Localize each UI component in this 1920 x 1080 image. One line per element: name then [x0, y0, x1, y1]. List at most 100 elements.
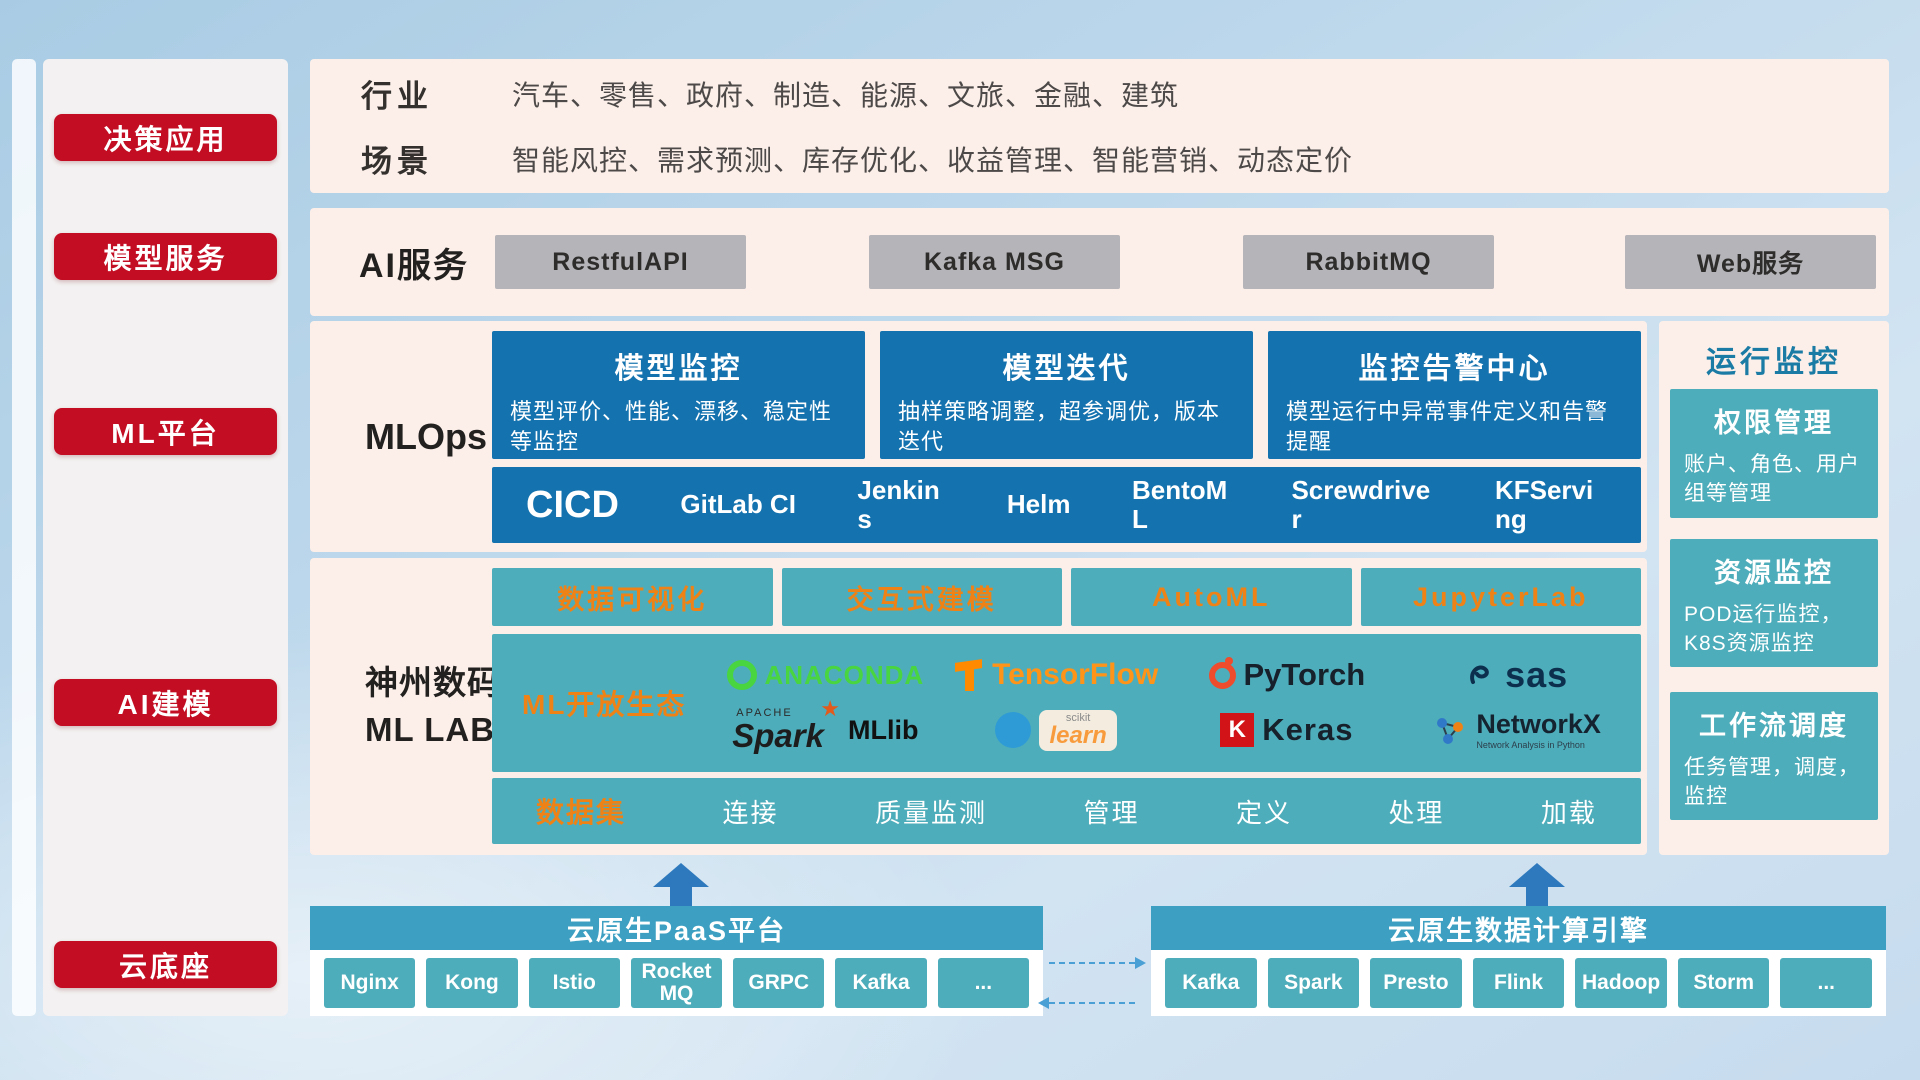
- permission-management-card: 权限管理 账户、角色、用户组等管理: [1670, 389, 1878, 518]
- card-desc: 模型评价、性能、漂移、稳定性等监控: [510, 399, 833, 454]
- keras-k-icon: K: [1220, 713, 1255, 747]
- card-title: 监控告警中心: [1358, 353, 1551, 385]
- runtime-monitoring-panel: 运行监控 权限管理 账户、角色、用户组等管理 资源监控 POD运行监控，K8S资…: [1659, 321, 1889, 855]
- cicd-jenkins: Jenkins: [857, 474, 940, 534]
- service-web: Web服务: [1625, 235, 1876, 289]
- layer-decision-apps: 决策应用: [54, 114, 277, 161]
- pytorch-logo: PyTorch: [1208, 656, 1366, 693]
- apache-label: APACHE: [736, 707, 793, 719]
- engine-kafka: Kafka: [1165, 958, 1257, 1008]
- scikit-learn-badge: scikit learn: [1039, 709, 1117, 751]
- networkx-logo: NetworkX Network Analysis in Python: [1434, 709, 1601, 750]
- card-desc: 模型运行中异常事件定义和告警提醒: [1286, 399, 1609, 454]
- card-desc: 任务管理，调度，监控: [1684, 756, 1860, 809]
- runtime-monitoring-title: 运行监控: [1706, 346, 1842, 379]
- ml-lab-label-line1: 神州数码: [365, 664, 501, 702]
- mlops-label: MLOps: [365, 415, 487, 457]
- paas-grpc: GRPC: [733, 958, 825, 1008]
- resource-monitoring-card: 资源监控 POD运行监控，K8S资源监控: [1670, 539, 1878, 667]
- engine-spark: Spark: [1267, 958, 1360, 1008]
- keras-logo: K Keras: [1220, 712, 1353, 748]
- industry-scenario-panel: 行业 汽车、零售、政府、制造、能源、文旅、金融、建筑 场景 智能风控、需求预测、…: [310, 59, 1889, 193]
- paas-istio: Istio: [528, 958, 620, 1008]
- spark-star-icon: ★: [820, 696, 840, 721]
- engine-flink: Flink: [1472, 958, 1565, 1008]
- dataset-label: 数据集: [536, 797, 627, 828]
- layer-model-service: 模型服务: [54, 233, 277, 280]
- spark-wordmark: APACHE Spark ★: [732, 696, 840, 754]
- tensorflow-logo: TensorFlow: [954, 658, 1158, 692]
- networkx-wordmark: NetworkX Network Analysis in Python: [1476, 709, 1601, 751]
- engine-components-strip: Kafka Spark Presto Flink Hadoop Storm ..…: [1151, 950, 1886, 1016]
- tool-jupyterlab: JupyterLab: [1360, 568, 1641, 626]
- cicd-gitlab-ci: GitLab CI: [680, 489, 796, 520]
- card-title: 资源监控: [1714, 558, 1834, 588]
- industry-value: 汽车、零售、政府、制造、能源、文旅、金融、建筑: [512, 79, 1180, 111]
- data-engine-header: 云原生数据计算引擎: [1151, 906, 1886, 950]
- anaconda-wordmark: ANACONDA: [764, 659, 925, 690]
- engine-storm: Storm: [1677, 958, 1770, 1008]
- workflow-scheduling-card: 工作流调度 任务管理，调度，监控: [1670, 692, 1878, 820]
- ml-open-ecosystem: ML开放生态 ANACONDA TensorFlow PyTorch: [492, 634, 1641, 772]
- pytorch-wordmark: PyTorch: [1243, 657, 1366, 692]
- scenario-label: 场景: [361, 144, 433, 179]
- layer-cloud-base: 云底座: [54, 941, 277, 988]
- ml-lab-label: 神州数码 ML LAB: [365, 558, 501, 855]
- tool-data-visualization: 数据可视化: [492, 568, 773, 626]
- card-title: 权限管理: [1714, 408, 1834, 438]
- scikit-learn-logo: scikit learn: [995, 709, 1117, 751]
- sas-logo: sas: [1467, 654, 1568, 696]
- card-desc: 抽样策略调整，超参调优，版本迭代: [898, 399, 1221, 454]
- dataset-load: 加载: [1540, 797, 1597, 828]
- mllib-label: MLlib: [847, 714, 919, 745]
- ml-lab-label-line2: ML LAB: [365, 710, 496, 748]
- paas-components-strip: Nginx Kong Istio RocketMQ GRPC Kafka ...: [310, 950, 1043, 1016]
- card-title: 模型迭代: [1002, 353, 1131, 385]
- paas-more: ...: [937, 958, 1029, 1008]
- cicd-screwdriver: Screwdriver: [1291, 474, 1431, 534]
- cicd-helm: Helm: [1006, 489, 1071, 520]
- dataset-bar: 数据集 连接 质量监测 管理 定义 处理 加载: [492, 778, 1641, 844]
- industry-label: 行业: [361, 79, 433, 114]
- pytorch-icon: [1208, 656, 1236, 689]
- keras-wordmark: Keras: [1262, 712, 1354, 747]
- model-monitoring-card: 模型监控 模型评价、性能、漂移、稳定性等监控: [492, 331, 865, 459]
- tensorflow-wordmark: TensorFlow: [992, 658, 1159, 691]
- dataset-manage: 管理: [1083, 797, 1140, 828]
- dataset-process: 处理: [1388, 797, 1445, 828]
- dataset-connect: 连接: [722, 797, 779, 828]
- tensorflow-icon: [954, 658, 984, 692]
- layer-ai-modeling: AI建模: [54, 679, 277, 726]
- ecosystem-logo-grid: ANACONDA TensorFlow PyTorch sas: [710, 654, 1633, 752]
- ecosystem-label: ML开放生态: [522, 689, 687, 720]
- cicd-kfserving: KFServing: [1494, 474, 1594, 534]
- sas-swirl-icon: [1470, 665, 1489, 684]
- tool-interactive-modeling: 交互式建模: [781, 568, 1062, 626]
- scikit-circle-icon: [995, 712, 1032, 748]
- scenario-row: 场景 智能风控、需求预测、库存优化、收益管理、智能营销、动态定价: [361, 136, 1889, 181]
- ml-lab-panel: 神州数码 ML LAB 数据可视化 交互式建模 AutoML JupyterLa…: [310, 558, 1647, 855]
- ml-lab-tools-row: 数据可视化 交互式建模 AutoML JupyterLab: [492, 568, 1641, 626]
- sas-wordmark: sas: [1505, 654, 1569, 695]
- spark-mllib-logo: APACHE Spark ★ MLlib: [732, 696, 919, 754]
- paas-kong: Kong: [426, 958, 518, 1008]
- up-arrow-icon: [653, 863, 709, 906]
- paas-kafka: Kafka: [835, 958, 927, 1008]
- engine-hadoop: Hadoop: [1575, 958, 1667, 1008]
- ai-service-label: AI服务: [359, 246, 469, 285]
- networkx-graph-icon: [1437, 717, 1464, 744]
- scenario-value: 智能风控、需求预测、库存优化、收益管理、智能营销、动态定价: [512, 144, 1354, 176]
- model-iteration-card: 模型迭代 抽样策略调整，超参调优，版本迭代: [880, 331, 1253, 459]
- paas-rocketmq: RocketMQ: [630, 958, 723, 1008]
- dataset-define: 定义: [1235, 797, 1292, 828]
- layer-ml-platform: ML平台: [54, 408, 277, 455]
- up-arrow-icon: [1509, 863, 1565, 906]
- service-rabbitmq: RabbitMQ: [1243, 235, 1494, 289]
- cicd-bentoml: BentoML: [1131, 474, 1228, 534]
- tool-automl: AutoML: [1071, 568, 1352, 626]
- layer-sidebar: 决策应用 模型服务 ML平台 AI建模 云底座: [43, 59, 288, 1016]
- paas-platform-header: 云原生PaaS平台: [310, 906, 1043, 950]
- card-desc: POD运行监控，K8S资源监控: [1684, 603, 1843, 656]
- anaconda-icon: [726, 660, 757, 690]
